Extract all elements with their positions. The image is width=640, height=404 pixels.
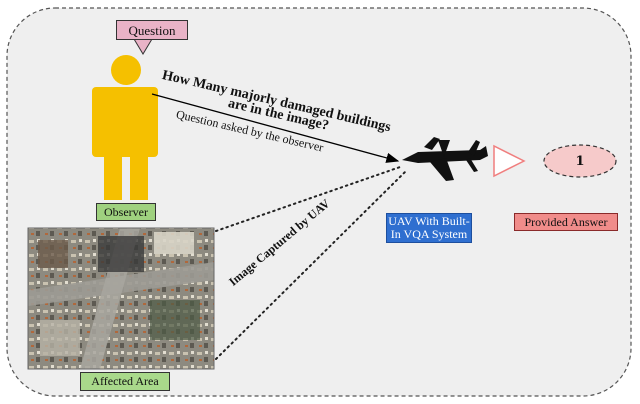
question-label: Question xyxy=(116,20,188,40)
uav-system-label: UAV With Built-In VQA System xyxy=(386,213,472,243)
affected-area-image xyxy=(27,227,215,370)
capture-line-top xyxy=(215,165,404,232)
answer-ellipse xyxy=(543,144,617,178)
uav-drone-icon xyxy=(402,137,488,181)
affected-area-label: Affected Area xyxy=(80,372,170,391)
observer-person-icon xyxy=(92,55,158,200)
provided-answer-label: Provided Answer xyxy=(514,213,618,231)
capture-line-bottom xyxy=(215,171,406,360)
answer-value: 1 xyxy=(575,153,585,169)
observer-label: Observer xyxy=(96,203,156,221)
answer-pointer-triangle xyxy=(493,144,526,178)
question-arrow xyxy=(151,93,400,163)
